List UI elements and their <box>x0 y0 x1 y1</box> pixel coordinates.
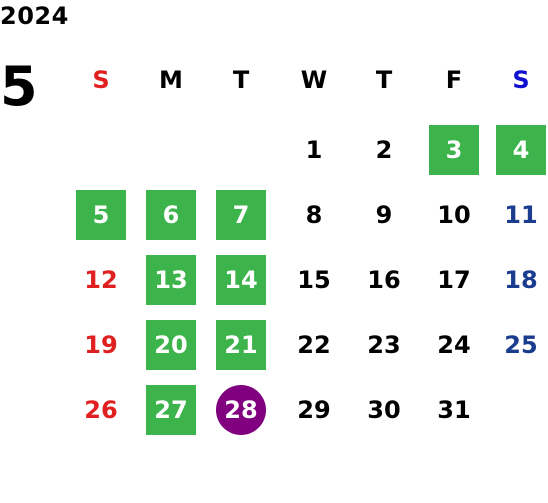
weekday-label: F <box>445 66 463 94</box>
day-cell[interactable]: 24 <box>437 331 471 359</box>
day-cell[interactable]: 26 <box>84 396 118 424</box>
day-cell[interactable]: 11 <box>504 201 538 229</box>
day-cell[interactable]: 29 <box>297 396 331 424</box>
day-cell-holiday[interactable]: 3 <box>429 125 479 175</box>
day-cell-holiday[interactable]: 13 <box>146 255 196 305</box>
day-cell[interactable]: 17 <box>437 266 471 294</box>
day-cell[interactable]: 1 <box>305 136 323 164</box>
day-cell[interactable]: 25 <box>504 331 538 359</box>
weekday-label: S <box>92 66 110 94</box>
day-cell[interactable]: 22 <box>297 331 331 359</box>
day-cell[interactable]: 15 <box>297 266 331 294</box>
day-cell[interactable]: 16 <box>367 266 401 294</box>
weekday-label: T <box>375 66 393 94</box>
weekday-label: T <box>232 66 250 94</box>
month-label: 5 <box>0 55 38 118</box>
day-cell-holiday[interactable]: 4 <box>496 125 546 175</box>
day-cell[interactable]: 23 <box>367 331 401 359</box>
day-cell-holiday[interactable]: 21 <box>216 320 266 370</box>
day-cell[interactable]: 31 <box>437 396 471 424</box>
day-cell[interactable]: 19 <box>84 331 118 359</box>
day-cell-today[interactable]: 28 <box>216 385 266 435</box>
day-cell-holiday[interactable]: 20 <box>146 320 196 370</box>
day-cell-holiday[interactable]: 6 <box>146 190 196 240</box>
day-cell-holiday[interactable]: 27 <box>146 385 196 435</box>
weekday-label: M <box>159 66 183 94</box>
year-label: 2024 <box>0 2 69 30</box>
weekday-label: S <box>512 66 530 94</box>
day-cell[interactable]: 2 <box>375 136 393 164</box>
day-cell[interactable]: 9 <box>375 201 393 229</box>
day-cell-holiday[interactable]: 5 <box>76 190 126 240</box>
weekday-label: W <box>300 66 328 94</box>
day-cell-holiday[interactable]: 14 <box>216 255 266 305</box>
day-cell[interactable]: 12 <box>84 266 118 294</box>
day-cell-holiday[interactable]: 7 <box>216 190 266 240</box>
day-cell[interactable]: 8 <box>305 201 323 229</box>
day-cell[interactable]: 30 <box>367 396 401 424</box>
day-cell[interactable]: 18 <box>504 266 538 294</box>
day-cell[interactable]: 10 <box>437 201 471 229</box>
